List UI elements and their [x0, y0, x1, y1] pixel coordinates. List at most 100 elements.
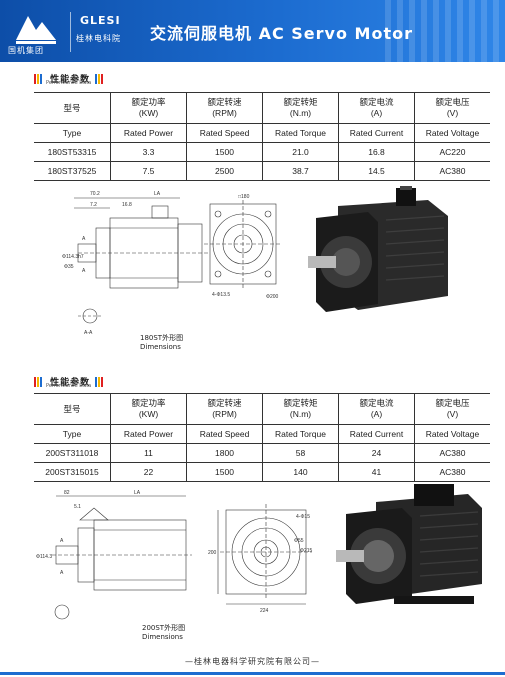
section-bars-icon	[95, 372, 104, 391]
dimension-drawing-200-front: Φ215 4-Φ15 200 224 Φ55	[208, 504, 313, 614]
section-title-text: 性能参数	[50, 75, 91, 85]
dim-label: 200	[208, 550, 217, 556]
dimension-caption-180: 180ST外形图 Dimensions	[140, 334, 183, 352]
header-stripes	[385, 0, 505, 62]
table-cell: 200ST315015	[34, 462, 111, 482]
col-header-voltage: 额定电压(V)	[414, 393, 490, 425]
section-title-2: 性能参数 Performance Data	[34, 371, 104, 391]
col-header-current: 额定电流(A)	[338, 393, 415, 425]
table-cell: AC380	[414, 462, 490, 482]
motor-photo-200	[336, 484, 482, 604]
table-cell: 22	[110, 462, 187, 482]
dim-label: Φ215	[300, 548, 313, 554]
spec-table-200: 型号 额定功率(KW) 额定转速(RPM) 额定转矩(N.m) 额定电流(A) …	[34, 393, 490, 482]
table-cell: 3.3	[110, 142, 187, 162]
section-title-1: 性能参数 Performance Data	[34, 68, 104, 88]
brand-name: GLESI	[80, 14, 121, 27]
table-cell: 140	[262, 462, 339, 482]
table-cell: 24	[338, 443, 415, 463]
dimension-drawing-200-side: 82 LA 5.1 A A Φ114.3	[36, 490, 192, 620]
dim-label: Φ55	[294, 538, 304, 544]
dimension-caption-200: 200ST外形图 Dimensions	[142, 624, 185, 642]
dim-label: Φ200	[266, 294, 279, 300]
page-header: 国机集团 GLESI 桂林电科院 交流伺服电机 AC Servo Motor	[0, 0, 505, 62]
table-cell: Rated Current	[338, 424, 415, 444]
table-cell: Rated Power	[110, 123, 187, 143]
table-cell: 1800	[186, 443, 263, 463]
table-row: 200ST315015 22 1500 140 41 AC380	[34, 462, 490, 482]
section-subtitle: Performance Data	[46, 383, 92, 389]
dim-label: A-A	[84, 330, 93, 336]
table-cell: Rated Power	[110, 424, 187, 444]
table-cell: 1500	[186, 462, 263, 482]
dim-label: 5.1	[74, 504, 81, 510]
table-cell: 21.0	[262, 142, 339, 162]
motor-photo-180	[308, 186, 448, 312]
dim-label: 16.8	[122, 202, 132, 208]
table-cell: Rated Voltage	[414, 424, 490, 444]
table-cell: 16.8	[338, 142, 415, 162]
dim-label: 4-Φ15	[296, 514, 310, 520]
company-logo-icon	[16, 16, 56, 44]
section-bars-icon	[34, 69, 43, 88]
table-cell: Rated Speed	[186, 424, 263, 444]
table-header-row: 型号 额定功率(KW) 额定转速(RPM) 额定转矩(N.m) 额定电流(A) …	[34, 92, 490, 124]
dim-label: Φ114.3h7	[62, 254, 84, 260]
col-header-torque: 额定转矩(N.m)	[262, 92, 339, 124]
section-subtitle: Performance Data	[46, 80, 92, 86]
table-cell: AC380	[414, 161, 490, 181]
table-cell: Type	[34, 424, 111, 444]
dim-label: LA	[134, 490, 141, 496]
col-header-model: 型号	[34, 393, 111, 425]
table-cell: 58	[262, 443, 339, 463]
table-cell: AC380	[414, 443, 490, 463]
section-title-text: 性能参数	[50, 378, 91, 388]
dim-label: 7.2	[90, 202, 97, 208]
table-row: 200ST311018 11 1800 58 24 AC380	[34, 443, 490, 463]
table-cell: 41	[338, 462, 415, 482]
col-header-power: 额定功率(KW)	[110, 393, 187, 425]
dim-label: 224	[260, 608, 269, 614]
dim-label: A	[60, 538, 64, 544]
table-cell: 11	[110, 443, 187, 463]
dim-label: A	[82, 268, 86, 274]
dim-label: 82	[64, 490, 70, 496]
caption-en: Dimensions	[140, 343, 181, 351]
col-header-torque: 额定转矩(N.m)	[262, 393, 339, 425]
col-header-current: 额定电流(A)	[338, 92, 415, 124]
table-cell: 14.5	[338, 161, 415, 181]
table-cell: Rated Current	[338, 123, 415, 143]
table-cell: 1500	[186, 142, 263, 162]
table-cell: 2500	[186, 161, 263, 181]
col-header-voltage: 额定电压(V)	[414, 92, 490, 124]
table-cell: Rated Speed	[186, 123, 263, 143]
spec-table-180: 型号 额定功率(KW) 额定转速(RPM) 额定转矩(N.m) 额定电流(A) …	[34, 92, 490, 181]
table-cell: 180ST37525	[34, 161, 111, 181]
caption-cn: 200ST外形图	[142, 624, 186, 632]
dim-label: Φ35	[64, 264, 74, 270]
footer-company: —桂林电器科学研究院有限公司—	[185, 657, 320, 666]
caption-en: Dimensions	[142, 633, 183, 641]
section-bars-icon	[95, 69, 104, 88]
col-header-speed: 额定转速(RPM)	[186, 92, 263, 124]
dim-label: □180	[238, 194, 250, 200]
table-row: Type Rated Power Rated Speed Rated Torqu…	[34, 123, 490, 143]
col-header-speed: 额定转速(RPM)	[186, 393, 263, 425]
page-title: 交流伺服电机 AC Servo Motor	[150, 24, 413, 43]
table-cell: 200ST311018	[34, 443, 111, 463]
col-header-model: 型号	[34, 92, 111, 124]
table-row: 180ST37525 7.5 2500 38.7 14.5 AC380	[34, 161, 490, 181]
header-divider	[70, 12, 71, 52]
dimension-drawing-180: 70.2 LA 7.2 16.8 □180 A A A-A Φ114.3h7 Φ…	[62, 191, 282, 336]
table-cell: Rated Torque	[262, 123, 339, 143]
table-cell: 180ST53315	[34, 142, 111, 162]
footer-bar	[0, 672, 505, 675]
table-cell: 38.7	[262, 161, 339, 181]
table-cell: Rated Torque	[262, 424, 339, 444]
group-name: 国机集团	[8, 46, 44, 55]
dim-label: A	[82, 236, 86, 242]
table-cell: 7.5	[110, 161, 187, 181]
dim-label: LA	[154, 191, 161, 197]
dim-label: 70.2	[90, 191, 100, 197]
table-row: Type Rated Power Rated Speed Rated Torqu…	[34, 424, 490, 444]
